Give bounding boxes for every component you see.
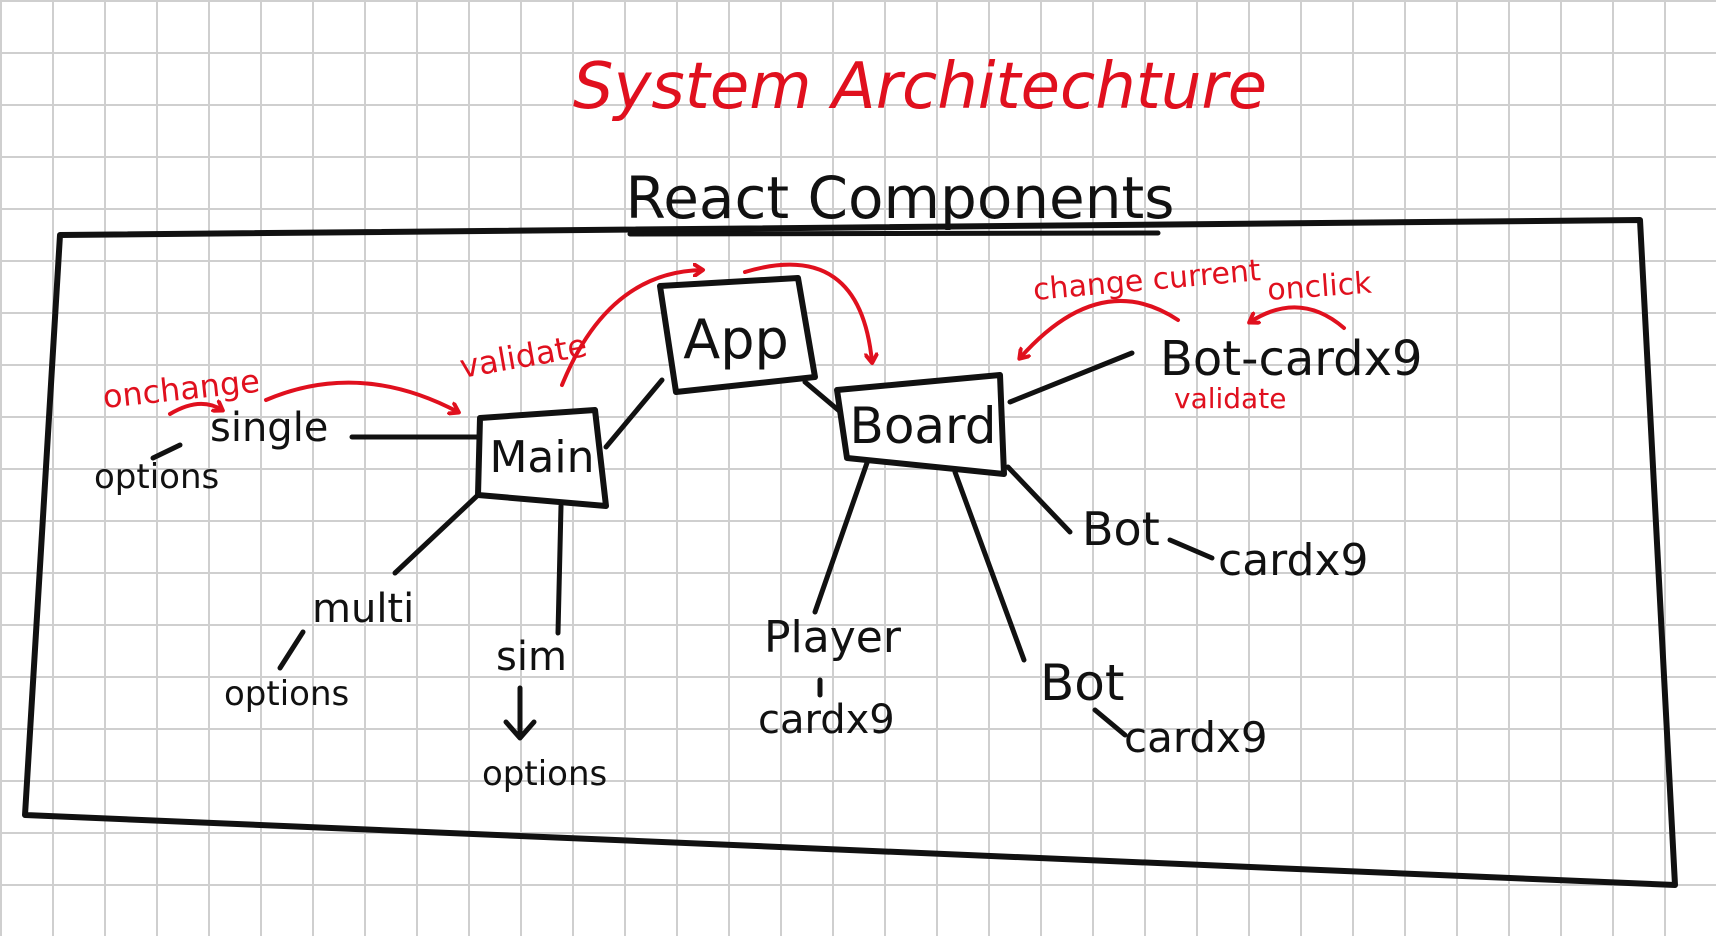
- main-label: Main: [489, 432, 594, 483]
- player-label: Player: [764, 612, 902, 663]
- bot-top-label: Bot-cardx9: [1160, 331, 1423, 387]
- components-frame: [22, 217, 1678, 888]
- edge-bot-right-card: [1167, 537, 1215, 561]
- edge-single-options: [150, 442, 183, 461]
- app-box: [657, 275, 818, 395]
- board-box: [834, 372, 1007, 477]
- edge-board-bot-bottom: [952, 469, 1027, 663]
- onclick-label: onclick: [1266, 266, 1373, 308]
- subtitle-underline: [627, 230, 1161, 237]
- edge-main-sim: [555, 503, 564, 636]
- leaf-labels: single options multi options sim options…: [94, 331, 1423, 794]
- app-label: App: [683, 308, 789, 371]
- board-label: Board: [850, 397, 997, 455]
- edge-board-bot-top: [1007, 350, 1135, 405]
- diagram-subtitle: React Components: [626, 164, 1175, 232]
- sim-label: sim: [496, 634, 567, 680]
- bot-right-card-label: cardx9: [1218, 535, 1368, 586]
- bot-right-label: Bot: [1082, 502, 1160, 556]
- sim-options-arrow: [503, 719, 537, 741]
- edge-main-multi: [392, 492, 481, 576]
- edge-main-app: [603, 377, 665, 450]
- node-app: App: [657, 275, 818, 395]
- bot-bottom-card-label: cardx9: [1124, 713, 1268, 762]
- multi-options-label: options: [224, 674, 349, 714]
- node-board: Board: [834, 372, 1007, 477]
- diagram-title: System Architechture: [573, 50, 1267, 124]
- edge-board-bot-right: [1005, 464, 1073, 535]
- main-to-app-arrow: [560, 270, 702, 387]
- bot-bottom-label: Bot: [1040, 654, 1125, 712]
- bot-to-board-arrow: [1020, 299, 1180, 358]
- connector-lines: [150, 350, 1215, 741]
- validate-bot-label: validate: [1174, 382, 1286, 415]
- single-options-label: options: [94, 457, 219, 497]
- multi-label: multi: [312, 586, 414, 632]
- app-to-board-arrow: [743, 262, 872, 362]
- main-box: [475, 407, 609, 509]
- edge-multi-options: [277, 629, 306, 671]
- sim-options-label: options: [482, 754, 607, 794]
- single-label: single: [210, 405, 328, 451]
- edge-board-player: [812, 457, 871, 615]
- onclick-arrow: [1250, 305, 1346, 330]
- onchange-arrow: [168, 404, 222, 416]
- player-card-label: cardx9: [758, 697, 895, 743]
- edge-bot-bottom-card: [1092, 707, 1128, 738]
- single-to-main-arrow: [264, 380, 458, 412]
- annotation-arrows: [168, 262, 1346, 416]
- node-main: Main: [475, 407, 609, 509]
